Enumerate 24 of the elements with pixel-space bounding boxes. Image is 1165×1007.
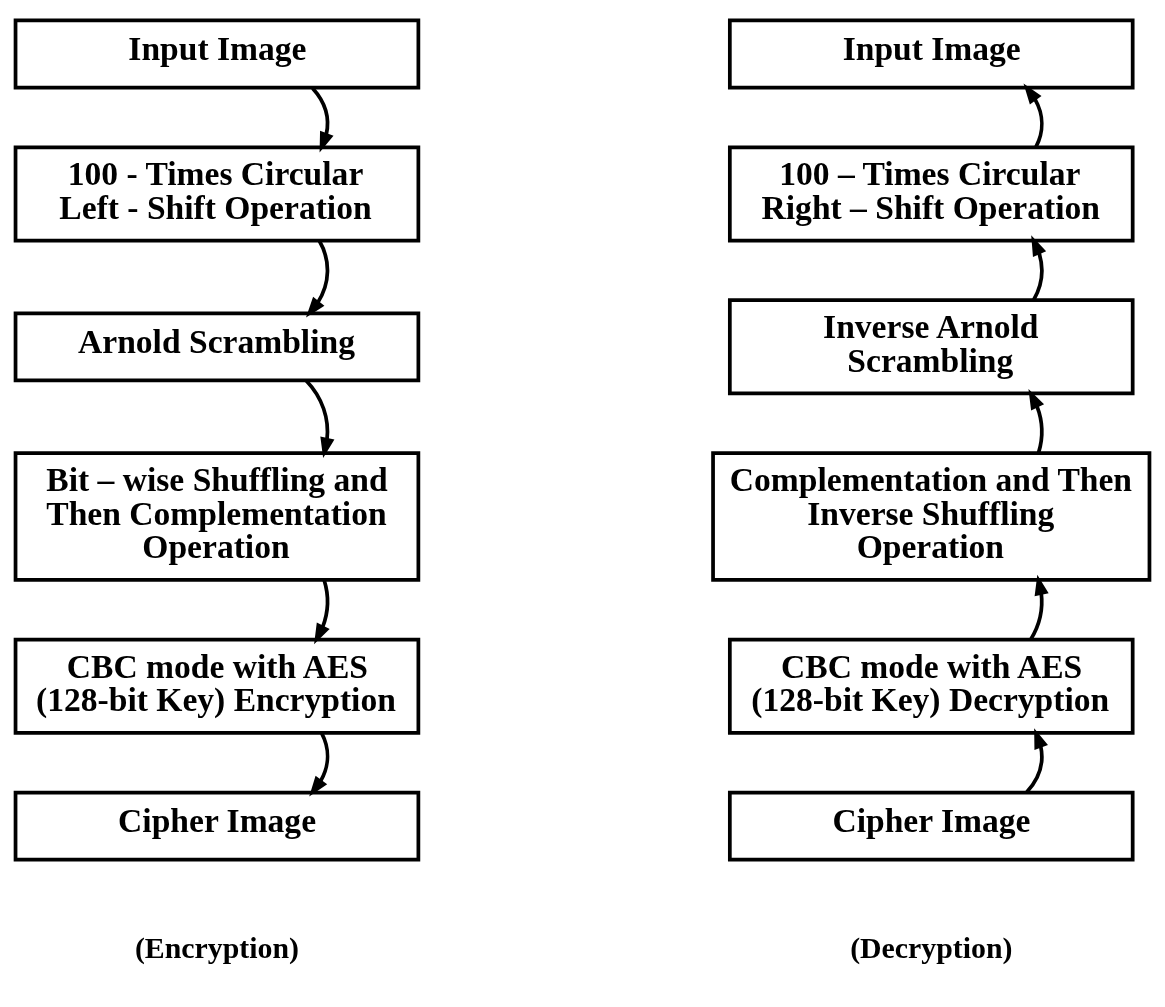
node-box: CBC mode with AES (128-bit Key) Decryption bbox=[727, 637, 1135, 735]
node-box: Arnold Scrambling bbox=[13, 311, 421, 383]
node-box: Cipher Image bbox=[13, 790, 421, 862]
node-box: Cipher Image bbox=[727, 790, 1135, 862]
node-box: CBC mode with AES (128-bit Key) Encryption bbox=[13, 637, 421, 735]
node-box: Input Image bbox=[13, 18, 421, 90]
arrow bbox=[314, 579, 330, 645]
node-box: Inverse Arnold Scrambling bbox=[727, 298, 1135, 396]
node-box: Input Image bbox=[727, 18, 1135, 90]
node-box: Bit – wise Shuffling and Then Complementation Operation bbox=[13, 451, 421, 582]
node-box: 100 – Times Circular Right – Shift Operation bbox=[727, 145, 1135, 243]
label: (Decryption) bbox=[850, 931, 1013, 965]
arrow bbox=[1031, 235, 1047, 301]
arrow bbox=[311, 86, 334, 153]
arrow bbox=[309, 732, 330, 797]
arrow bbox=[1028, 389, 1045, 454]
node-box: Complementation and Then Inverse Shuffling Operation bbox=[711, 451, 1152, 582]
arrow bbox=[1025, 728, 1048, 794]
arrow bbox=[1023, 83, 1044, 148]
arrow bbox=[304, 379, 335, 459]
label: (Encryption) bbox=[134, 931, 299, 965]
arrow bbox=[306, 239, 330, 318]
node-box: 100 - Times Circular Left - Shift Operation bbox=[13, 145, 421, 243]
arrow bbox=[1029, 574, 1049, 641]
